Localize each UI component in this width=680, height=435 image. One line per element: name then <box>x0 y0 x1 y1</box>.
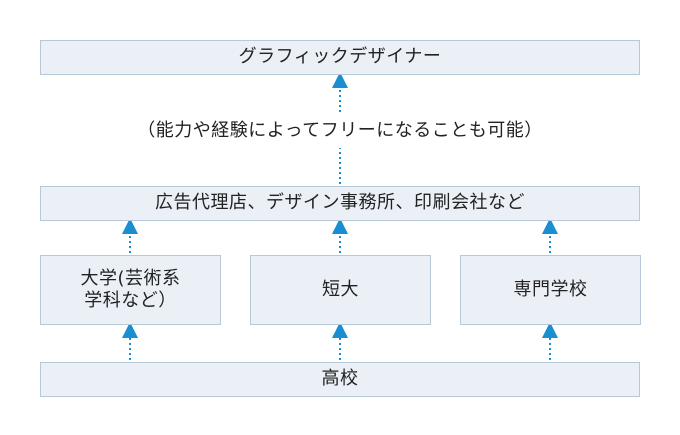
graphic-designer-box: グラフィックデザイナー <box>40 40 640 75</box>
graphic-designer-label: グラフィックデザイナー <box>238 46 442 68</box>
junior-college-label: 短大 <box>322 278 359 300</box>
university-label-line1: 大学(芸術系 <box>80 267 181 289</box>
employer-label: 広告代理店、デザイン事務所、印刷会社など <box>155 192 525 214</box>
university-label-line2: 学科など） <box>84 290 177 311</box>
vocational-school-label: 専門学校 <box>513 278 588 300</box>
employer-box: 広告代理店、デザイン事務所、印刷会社など <box>40 186 640 221</box>
university-box: 大学(芸術系 学科など） <box>40 255 221 325</box>
high-school-box: 高校 <box>40 362 640 397</box>
high-school-label: 高校 <box>321 368 359 390</box>
vocational-school-box: 専門学校 <box>460 255 641 325</box>
freelance-note: （能力や経験によってフリーになることも可能） <box>137 120 543 141</box>
junior-college-box: 短大 <box>250 255 431 325</box>
